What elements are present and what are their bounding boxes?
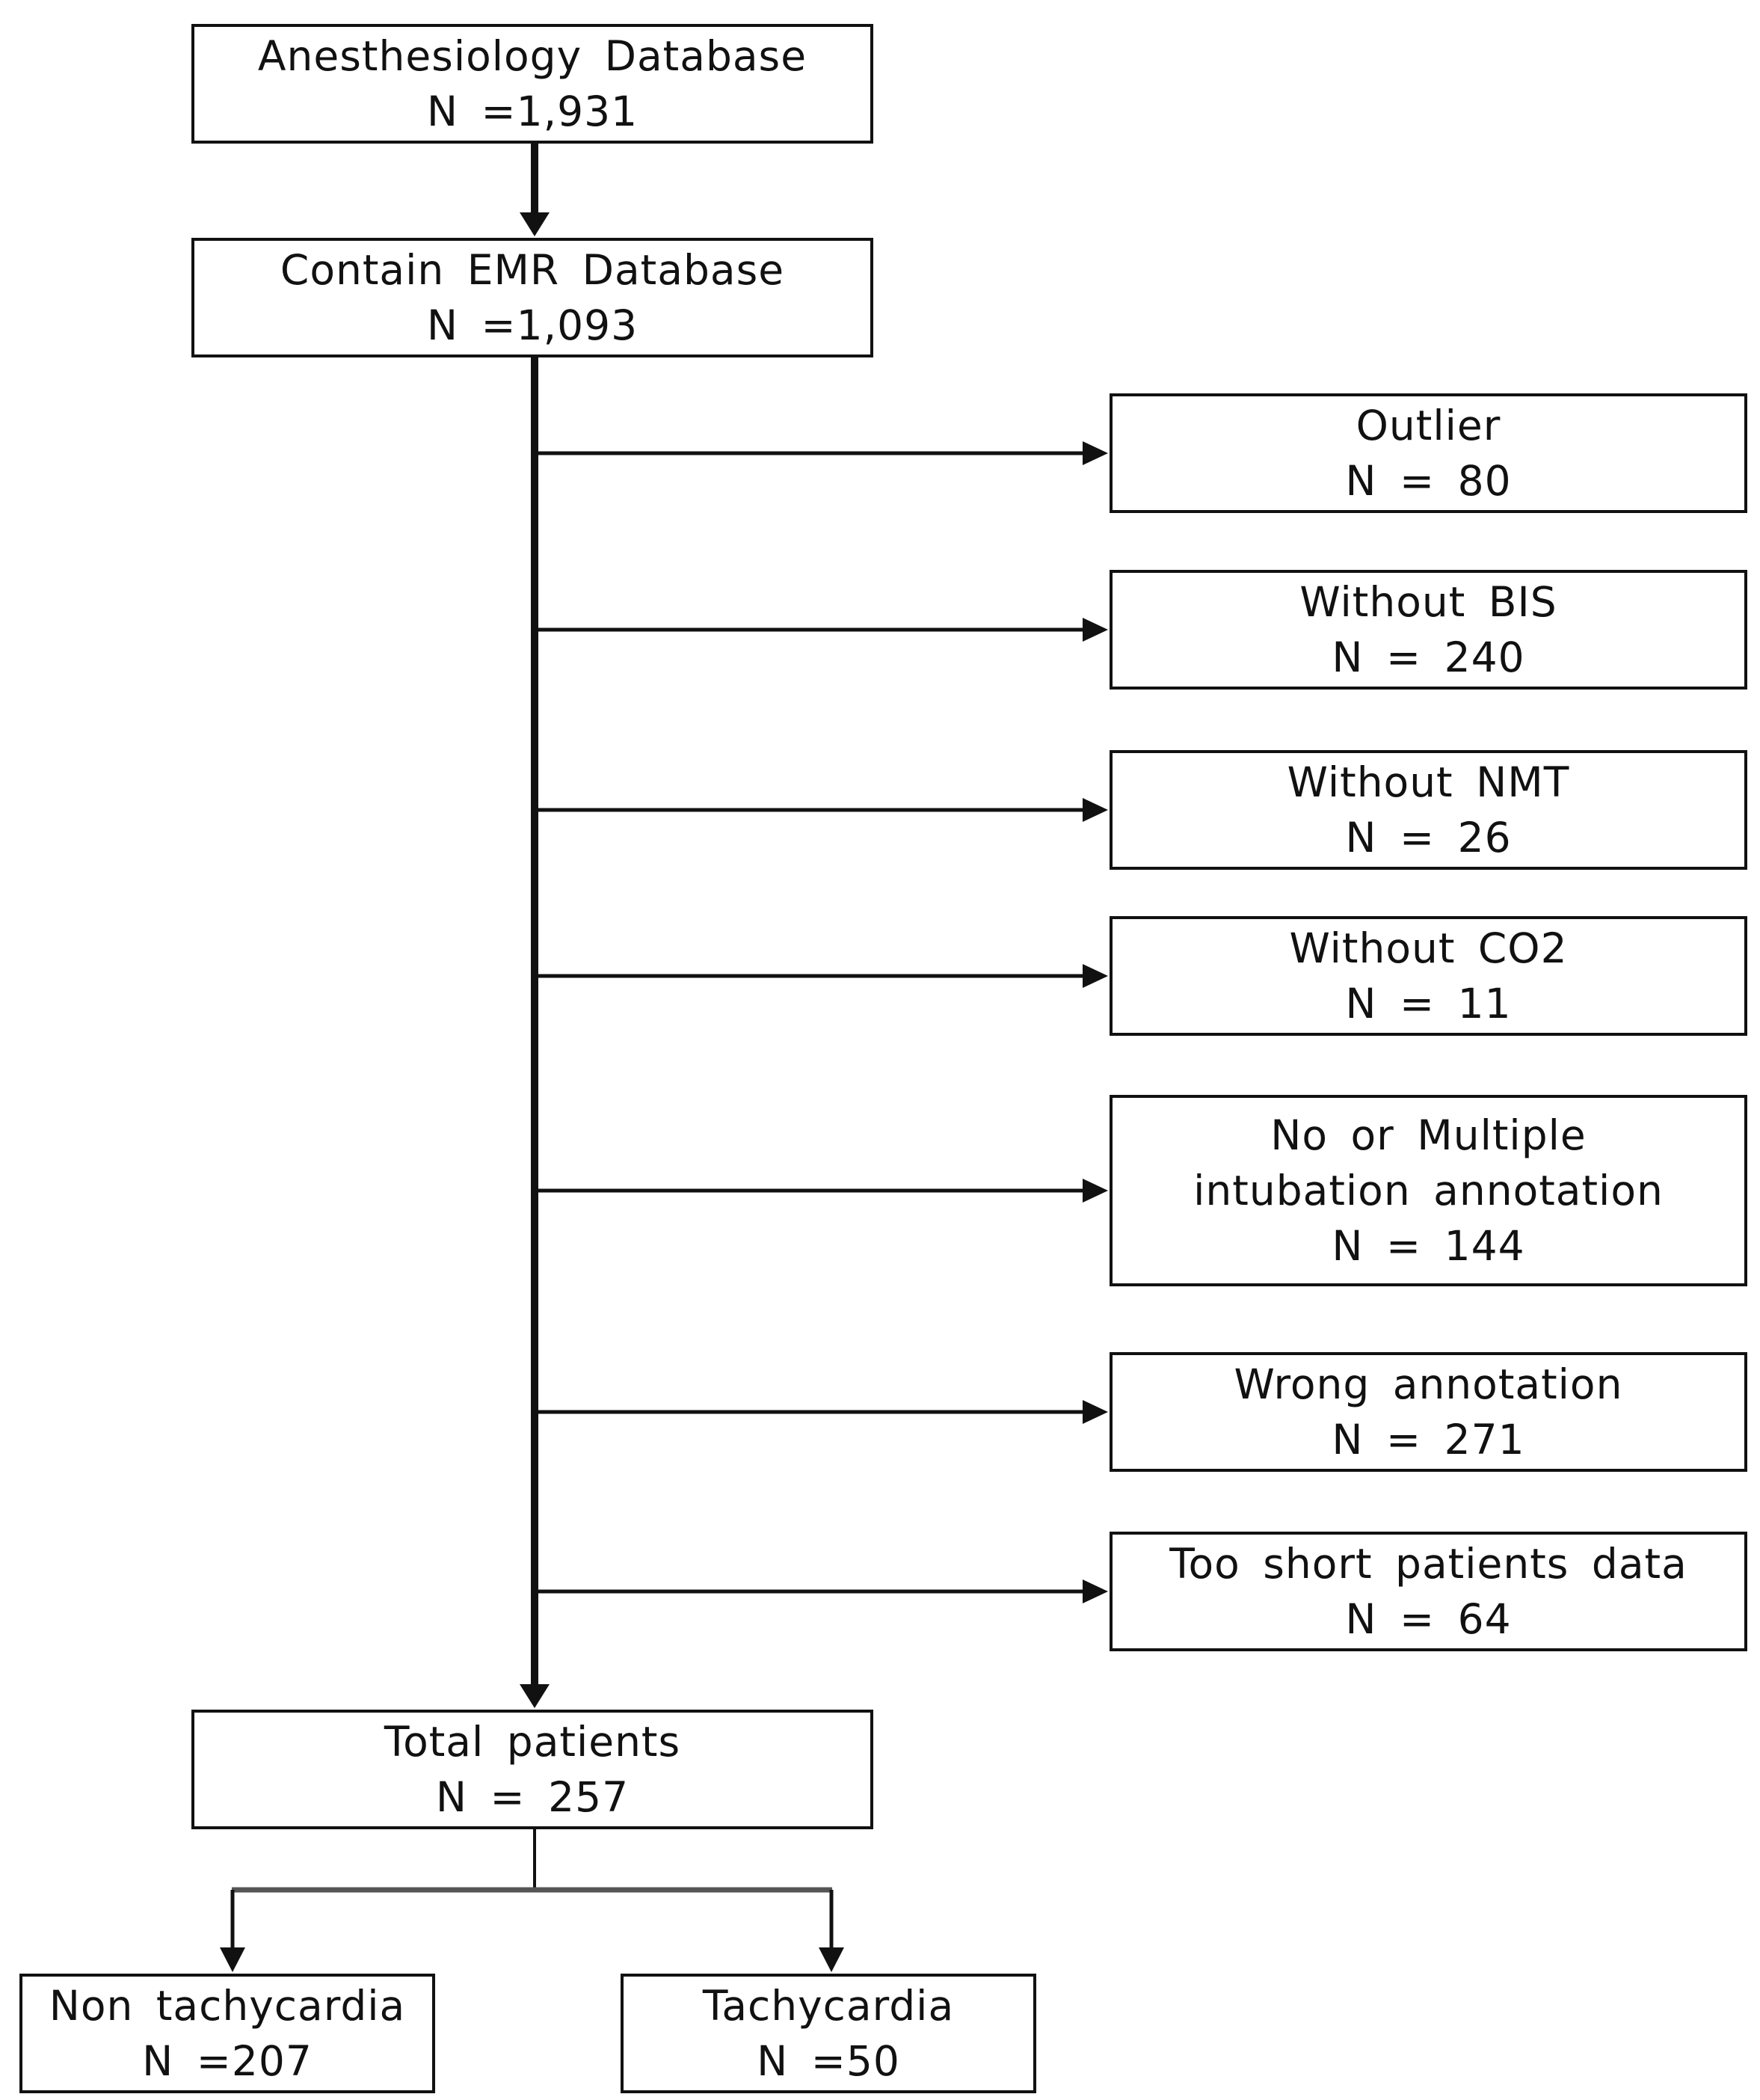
emr-database-box: Contain EMR Database N =1,093 <box>191 238 873 357</box>
exclusion-without-bis-box: Without BIS N = 240 <box>1110 570 1747 690</box>
box-count: N = 80 <box>1345 457 1512 505</box>
box-count: N = 257 <box>435 1773 630 1821</box>
exclusion-wrong-annotation-box: Wrong annotation N = 271 <box>1110 1352 1747 1472</box>
box-title: Tachycardia <box>702 1982 955 2030</box>
exclusion-outlier-box: Outlier N = 80 <box>1110 393 1747 513</box>
box-count: N = 26 <box>1345 814 1512 862</box>
box-count: N =50 <box>757 2037 900 2085</box>
arrowhead-co2 <box>1083 964 1108 988</box>
total-patients-box: Total patients N = 257 <box>191 1710 873 1829</box>
box-title-line-2: intubation annotation <box>1193 1167 1664 1215</box>
box-count: N = 240 <box>1332 633 1525 681</box>
box-title: Too short patients data <box>1169 1540 1687 1588</box>
box-count: N =207 <box>142 2037 313 2085</box>
box-title: Wrong annotation <box>1234 1360 1623 1408</box>
box-title: Anesthesiology Database <box>257 32 807 80</box>
arrowhead-nmt <box>1083 798 1108 822</box>
arrowhead-intubation <box>1083 1179 1108 1203</box>
box-title: Total patients <box>384 1718 681 1766</box>
box-count: N =1,093 <box>426 301 639 349</box>
tachycardia-box: Tachycardia N =50 <box>621 1974 1036 2093</box>
box-count: N = 64 <box>1345 1595 1512 1643</box>
box-count: N = 271 <box>1332 1416 1525 1464</box>
box-title: Without BIS <box>1299 578 1557 626</box>
arrowhead-non-tachycardia <box>220 1947 245 1972</box>
box-count: N = 144 <box>1332 1222 1525 1270</box>
anesthesiology-database-box: Anesthesiology Database N =1,931 <box>191 24 873 144</box>
arrowhead-tachycardia <box>819 1947 844 1972</box>
box-title: Outlier <box>1356 402 1501 449</box>
arrowhead-bis <box>1083 618 1108 642</box>
box-count: N =1,931 <box>426 88 639 135</box>
box-title: Contain EMR Database <box>280 246 785 294</box>
non-tachycardia-box: Non tachycardia N =207 <box>19 1974 435 2093</box>
box-title: Without NMT <box>1287 758 1570 806</box>
exclusion-too-short-data-box: Too short patients data N = 64 <box>1110 1532 1747 1651</box>
box-count: N = 11 <box>1345 980 1512 1028</box>
arrowhead-emr <box>520 212 550 236</box>
arrowhead-total <box>520 1684 550 1708</box>
arrowhead-outlier <box>1083 441 1108 465</box>
box-title: Non tachycardia <box>49 1982 406 2030</box>
arrowhead-short <box>1083 1579 1108 1603</box>
exclusion-intubation-annotation-box: No or Multiple intubation annotation N =… <box>1110 1095 1747 1286</box>
box-title-line-1: No or Multiple <box>1270 1111 1587 1159</box>
box-title: Without CO2 <box>1289 924 1568 972</box>
exclusion-without-nmt-box: Without NMT N = 26 <box>1110 750 1747 870</box>
exclusion-without-co2-box: Without CO2 N = 11 <box>1110 916 1747 1036</box>
arrowhead-wrong <box>1083 1400 1108 1424</box>
